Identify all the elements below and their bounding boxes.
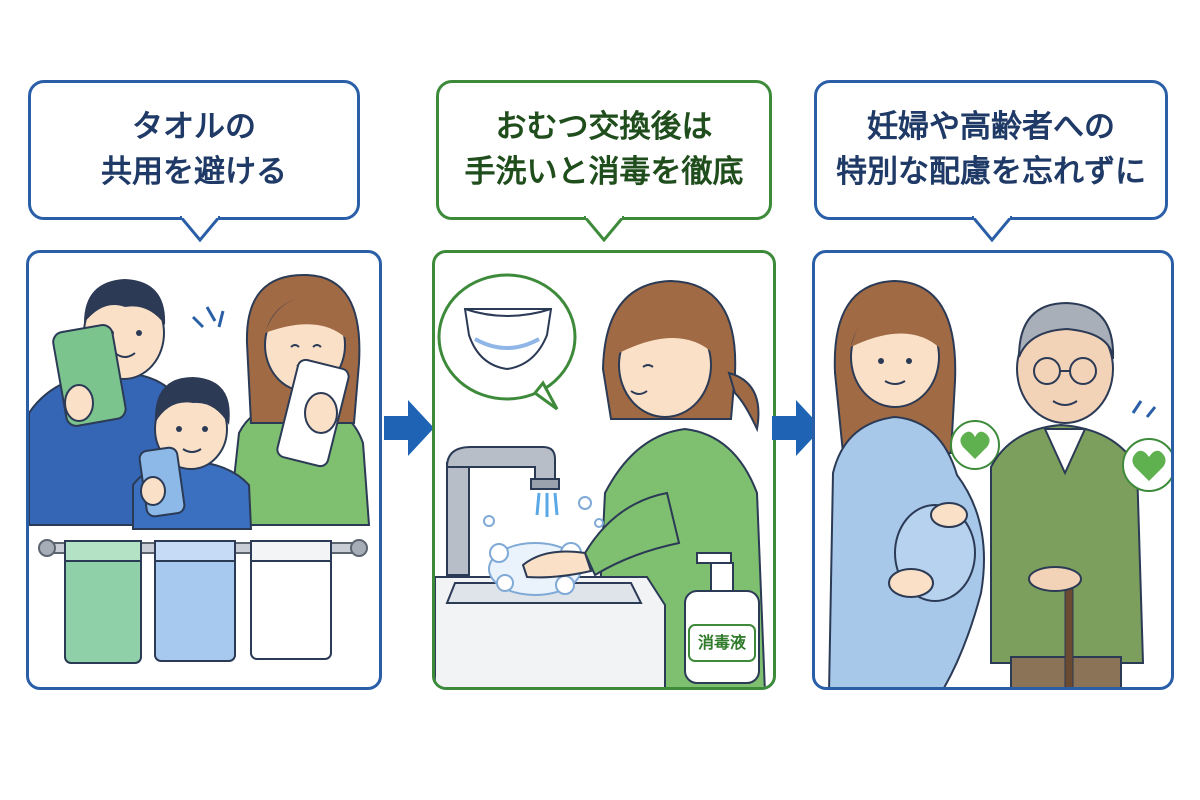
handwashing-illustration (435, 273, 766, 687)
care-illustration (828, 279, 1171, 687)
arrow-right-icon (772, 400, 822, 456)
caption-line-2: 手洗いと消毒を徹底 (464, 154, 744, 190)
sanitizer-bottle (684, 552, 760, 684)
caption-line-1: おむつ交換後は (495, 109, 713, 146)
panel-towels (26, 250, 382, 690)
arrow-right-icon (384, 400, 434, 456)
heart-icon (1122, 438, 1171, 492)
bubble-tail (972, 216, 1012, 242)
bottle-label: 消毒液 (697, 633, 746, 652)
bubble-tail (180, 216, 220, 242)
caption-line-1: 妊婦や高齢者への (867, 109, 1115, 146)
panel-handwashing: 消毒液 (432, 250, 776, 690)
caption-line-2: 特別な配慮を忘れずに (836, 154, 1146, 190)
heart-icon (950, 420, 1000, 470)
panel-care (812, 250, 1174, 690)
caption-bubble-towels: タオルの 共用を避ける (28, 80, 360, 220)
family-illustration (29, 273, 371, 664)
caption-bubble-diaper: おむつ交換後は 手洗いと消毒を徹底 (436, 80, 772, 220)
caption-bubble-care: 妊婦や高齢者への 特別な配慮を忘れずに (814, 80, 1168, 220)
caption-line-1: タオルの (132, 109, 256, 146)
caption-line-2: 共用を避ける (101, 154, 287, 190)
bubble-tail (584, 216, 624, 242)
diaper-icon (463, 308, 553, 371)
